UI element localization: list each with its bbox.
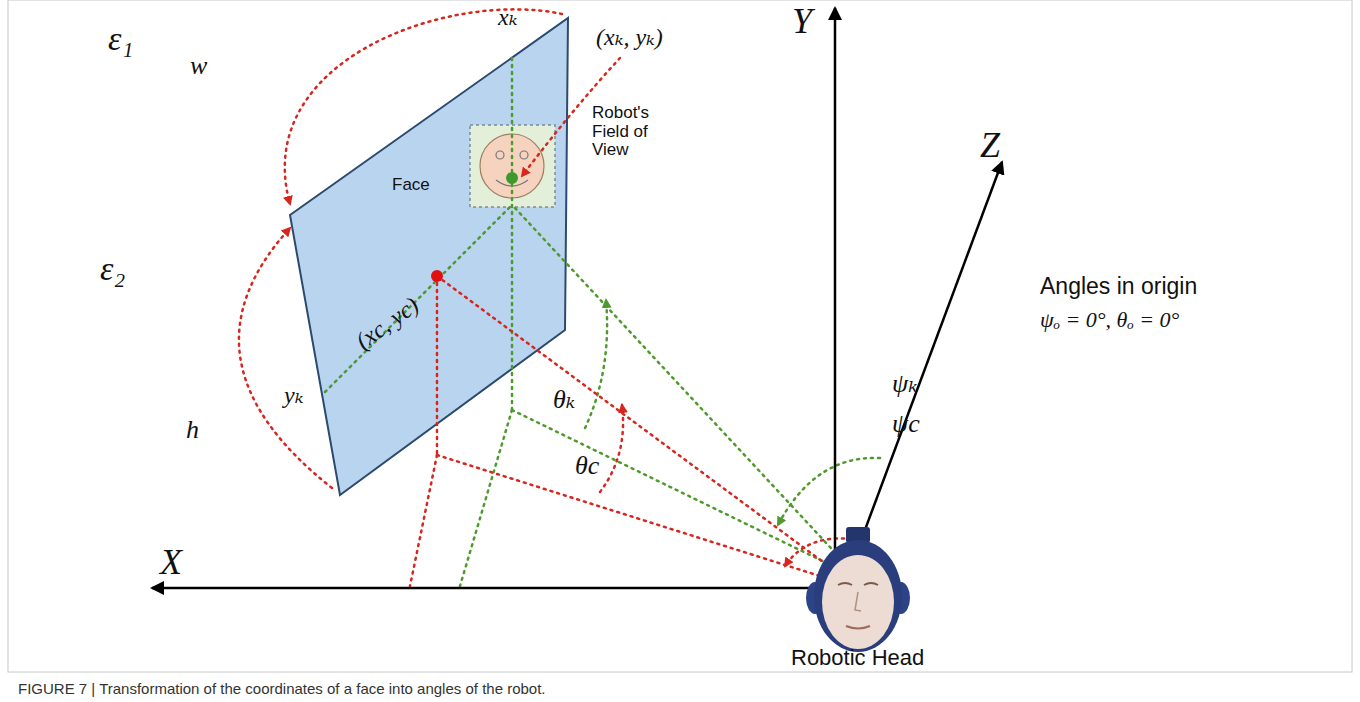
face-label: Face	[392, 176, 430, 195]
origin-note: Angles in origin	[1040, 274, 1197, 299]
field-of-view-label: Robot's Field of View	[592, 104, 670, 160]
nose-point	[506, 172, 518, 184]
image-plane	[290, 18, 568, 495]
red-guides	[239, 9, 858, 586]
coordinate-pair: (xₖ, yₖ)	[596, 24, 663, 50]
origin-angles: ψₒ = 0°, θₒ = 0°	[1040, 308, 1179, 332]
green-guides	[325, 58, 880, 586]
height-symbol: h	[186, 416, 199, 445]
coordinate-symbol: xₖ	[498, 4, 517, 30]
figure-caption: FIGURE 7 | Transformation of the coordin…	[18, 680, 546, 697]
figure-frame	[8, 0, 1352, 672]
robot-head	[806, 527, 910, 652]
angle-symbol: ψc	[892, 410, 920, 439]
error-symbol: ε₁	[108, 20, 133, 57]
angle-symbol: ψₖ	[892, 370, 918, 399]
axes	[152, 8, 1002, 590]
width-symbol: w	[190, 52, 207, 81]
axis-label: X	[160, 543, 182, 583]
center-point	[431, 270, 443, 282]
angle-symbol: θₖ	[553, 386, 575, 415]
axis-label: Y	[792, 2, 812, 42]
angle-symbol: θc	[575, 452, 599, 481]
axis-label: Z	[980, 126, 1000, 166]
coordinate-symbol: yₖ	[284, 382, 303, 408]
error-symbol: ε₂	[100, 250, 125, 287]
head-label: Robotic Head	[791, 646, 924, 670]
